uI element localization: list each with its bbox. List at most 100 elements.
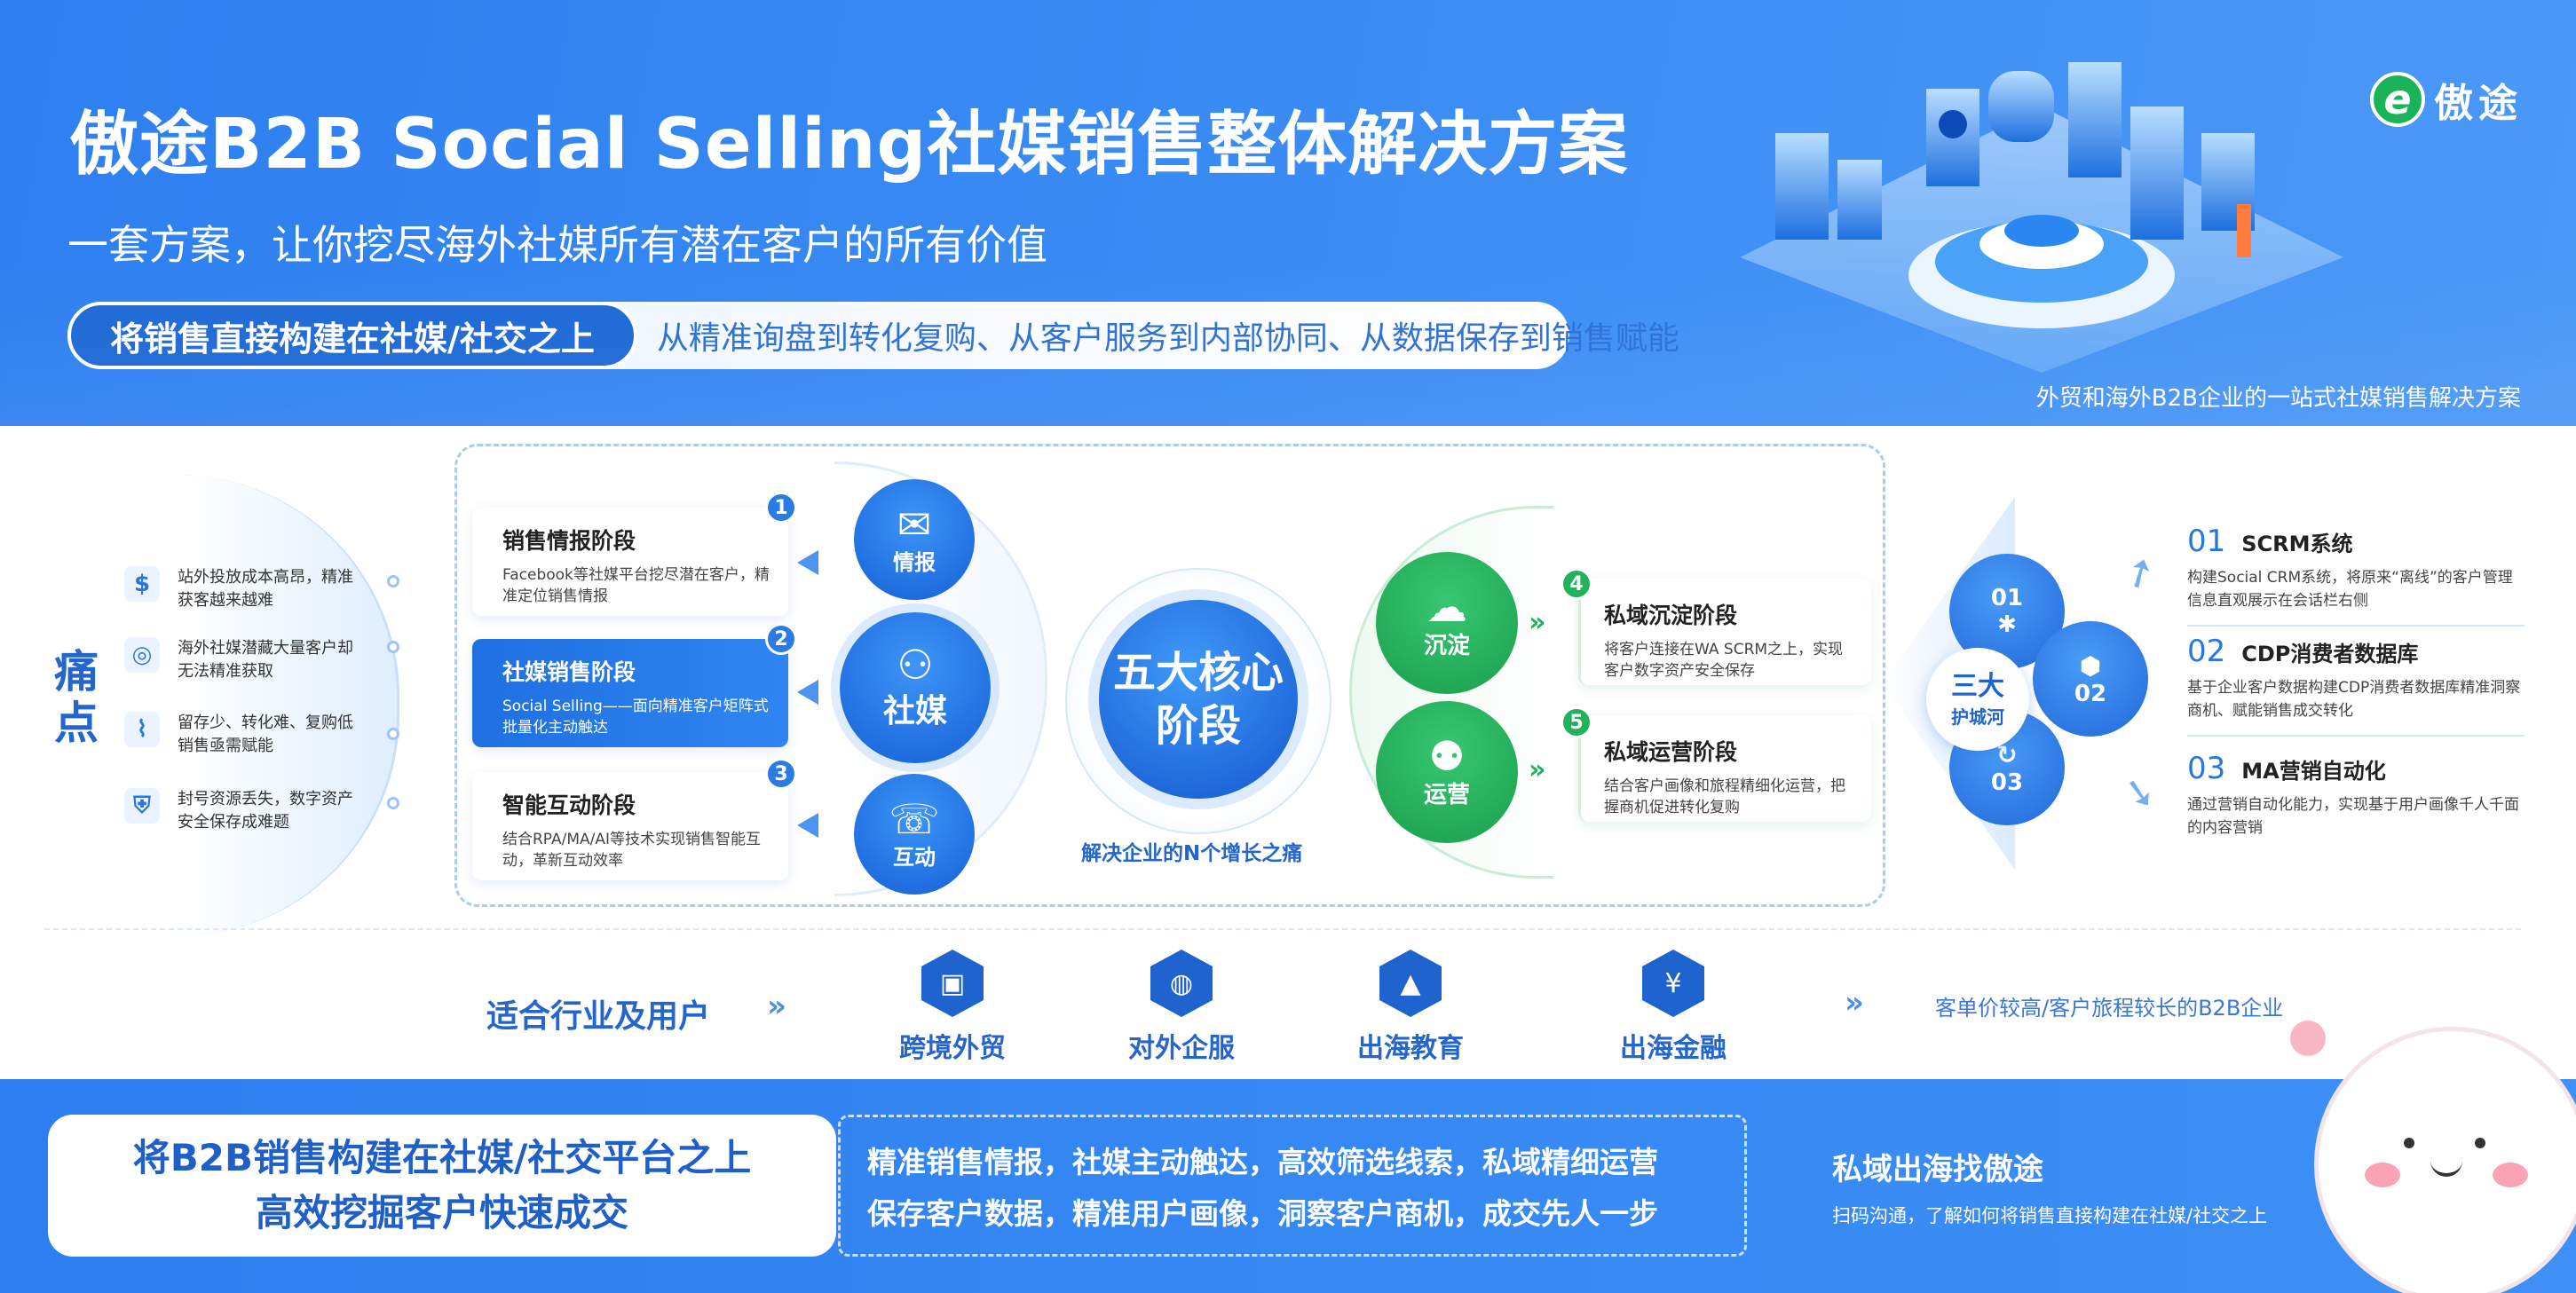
footer-slogan-line-1: 将B2B销售构建在社媒/社交平台之上 (132, 1136, 752, 1179)
stage-title: 智能互动阶段 (502, 792, 636, 818)
moat-number: 01 (1990, 585, 2024, 611)
industry-name: 跨境外贸 (899, 1033, 1006, 1064)
header-caption: 外贸和海外B2B企业的一站式社媒销售解决方案 (2035, 385, 2521, 412)
logo-name: 傲途 (2434, 81, 2523, 126)
stage-number: 3 (765, 758, 797, 790)
system-desc: 基于企业客户数据构建CDP消费者数据库精准洞察商机、赋能销售成交转化 (2187, 679, 2521, 720)
industry-item: ▣ 跨境外贸 (877, 950, 1028, 1065)
divider (2187, 735, 2525, 737)
pain-text: 封号资源丢失，数字资产安全保存成难题 (178, 790, 353, 832)
section-divider (44, 928, 2521, 930)
pain-title-char-2: 点 (54, 698, 99, 749)
circle-intel: ✉ 情报 (854, 479, 975, 600)
circle-settle: ☁ 沉淀 (1376, 552, 1518, 694)
footer-benefit-line-2: 保存客户数据，精准用户画像，洞察客户商机，成交先人一步 (867, 1196, 1658, 1231)
stage-card-social-selling: 社媒销售阶段 Social Selling——面向精准客户矩阵式批量化主动触达 (472, 639, 788, 747)
stage-number: 1 (765, 492, 797, 524)
circle-label: 社媒 (882, 693, 947, 729)
logo-icon: e (2370, 72, 2425, 127)
user-group-icon: ⚉ (1428, 731, 1466, 780)
chevron-right-icon: » (767, 989, 786, 1024)
industry-name: 出海金融 (1620, 1033, 1727, 1064)
core-caption: 解决企业的N个增长之痛 (1081, 842, 1303, 865)
stage-number: 4 (1561, 568, 1592, 600)
industries-label: 适合行业及用户 (486, 998, 711, 1035)
mascot (2319, 1031, 2576, 1293)
system-number: 02 (2187, 634, 2226, 669)
mascot-cheek (2365, 1163, 2400, 1187)
industry-name: 对外企服 (1128, 1033, 1235, 1064)
footer-cta-title: 私域出海找傲途 (1832, 1152, 2043, 1187)
asterisk-icon: ✱ (1997, 611, 2017, 638)
graduation-cap-icon: ▲ (1379, 950, 1442, 1017)
stage-card-private-settle: 私域沉淀阶段 将客户连接在WA SCRM之上，实现客户数字资产安全保存 (1578, 579, 1871, 685)
brand-logo: e 傲途 (2370, 71, 2523, 128)
pointer-arrow (797, 680, 818, 705)
industry-item: ▲ 出海教育 (1335, 950, 1486, 1065)
tag-text: 从精准询盘到转化复购、从客户服务到内部协同、从数据保存到销售赋能 (656, 320, 1679, 357)
arrow-up-right-icon: ➚ (2114, 545, 2166, 601)
pain-dot (387, 797, 399, 809)
pain-item: ⛨ 封号资源丢失，数字资产安全保存成难题 (124, 788, 364, 834)
footer-cta-desc: 扫码沟通，了解如何将销售直接构建在社媒/社交之上 (1832, 1205, 2268, 1226)
pain-dot (387, 575, 399, 587)
stage-desc: 结合RPA/MA/AI等技术实现销售智能互动，革新互动效率 (502, 831, 761, 870)
moat-center: 三大 护城河 (1926, 648, 2029, 751)
yuan-icon: ¥ (1642, 950, 1704, 1017)
industry-item: ¥ 出海金融 (1598, 950, 1749, 1065)
stage-card-sales-intel: 销售情报阶段 Facebook等社媒平台挖尽潜在客户，精准定位销售情报 (472, 508, 788, 616)
pain-title-char-1: 痛 (54, 646, 99, 698)
stage-number: 2 (765, 623, 797, 655)
moat-circle-02: ⬢ 02 (2033, 621, 2148, 737)
pain-item: ⌇ 留存少、转化难、复购低销售亟需赋能 (124, 712, 364, 758)
stage-desc: 结合客户画像和旅程精细化运营，把握商机促进转化复购 (1604, 777, 1845, 816)
stage-number: 5 (1561, 706, 1592, 738)
industry-name: 出海教育 (1357, 1033, 1464, 1064)
users-icon: ⚇ (897, 641, 934, 689)
envelope-icon: ✉ (897, 500, 932, 548)
arrow-right-icon: » (1529, 754, 1546, 785)
cloud-link-icon: ☁ (1426, 582, 1467, 631)
core-circle: 五大核心 阶段 (1099, 600, 1298, 799)
stage-title: 社媒销售阶段 (502, 659, 636, 685)
chevron-right-icon: » (1845, 985, 1864, 1021)
stage-title: 私域沉淀阶段 (1604, 603, 1738, 628)
system-number: 03 (2187, 751, 2226, 786)
page-subtitle: 一套方案，让你挖尽海外社媒所有潜在客户的所有价值 (67, 221, 1047, 269)
footer-benefits: 精准销售情报，社媒主动触达，高效筛选线索，私域精细运营 保存客户数据，精准用户画… (838, 1115, 1747, 1257)
pain-text: 海外社媒潜藏大量客户却无法精准获取 (178, 639, 353, 681)
pain-item: $ 站外投放成本高昂，精准获客越来越难 (124, 566, 364, 612)
pain-text: 留存少、转化难、复购低销售亟需赋能 (178, 714, 353, 755)
core-stages-frame (454, 444, 1885, 907)
chart-icon: ⌇ (124, 712, 160, 747)
bag-icon: ▣ (921, 950, 984, 1017)
core-line-2: 阶段 (1155, 701, 1241, 751)
pain-title: 痛 点 (50, 646, 103, 749)
globe-icon: ◍ (1150, 950, 1213, 1017)
chat-icon: ☏ (889, 794, 940, 843)
system-title: MA营销自动化 (2241, 759, 2386, 784)
footer-benefit-line-1: 精准销售情报，社媒主动触达，高效筛选线索，私域精细运营 (867, 1145, 1658, 1179)
pain-arc (178, 475, 399, 936)
money-bag-icon: $ (124, 566, 160, 602)
arrow-down-right-icon: ➘ (2119, 768, 2161, 818)
cube-icon: ⬢ (2079, 650, 2102, 681)
moat-center-line-2: 护城河 (1951, 706, 2004, 728)
system-number: 01 (2187, 524, 2226, 559)
header-banner: 傲途B2B Social Selling社媒销售整体解决方案 一套方案，让你挖尽… (0, 0, 2576, 426)
circle-social: ⚇ 社媒 (840, 612, 991, 763)
tag-bar: 将销售直接构建在社媒/社交之上 从精准询盘到转化复购、从客户服务到内部协同、从数… (67, 302, 1679, 369)
moat-number: 03 (1990, 769, 2024, 796)
industry-item: ◍ 对外企服 (1106, 950, 1257, 1065)
system-desc: 构建Social CRM系统，将原来“离线”的客户管理信息直观展示在会话栏右侧 (2187, 569, 2513, 610)
stage-desc: 将客户连接在WA SCRM之上，实现客户数字资产安全保存 (1604, 641, 1844, 680)
mascot-cheek (2493, 1163, 2528, 1187)
pain-dot (387, 728, 399, 740)
target-customers: 客单价较高/客户旅程较长的B2B企业 (1935, 996, 2284, 1021)
circle-interact: ☏ 互动 (854, 774, 975, 895)
footer-slogan-line-2: 高效挖掘客户快速成交 (255, 1191, 628, 1234)
circle-label: 运营 (1423, 781, 1470, 808)
divider (2187, 625, 2525, 627)
server-illustration (1740, 62, 2343, 373)
